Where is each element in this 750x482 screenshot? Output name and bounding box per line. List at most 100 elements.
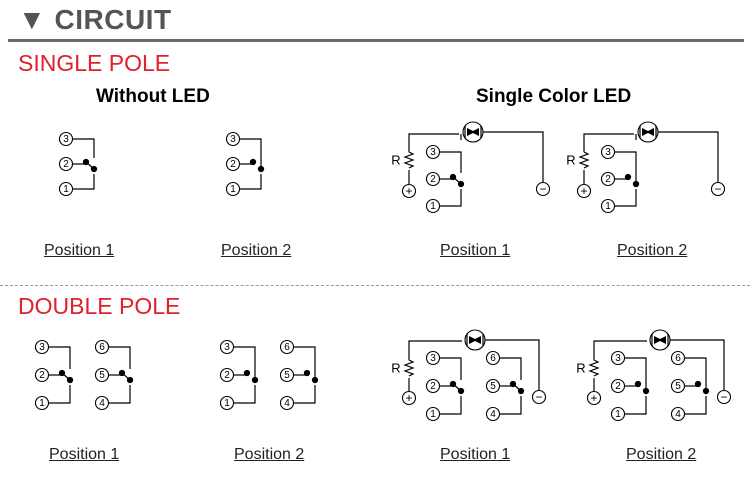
- resistor-label: R: [391, 361, 400, 376]
- terminal-number: 6: [284, 342, 290, 353]
- switch-blade: [61, 372, 71, 381]
- terminal-circle: [279, 395, 295, 411]
- minus-terminal: −: [535, 390, 542, 404]
- resistor-zigzag: [588, 359, 600, 377]
- terminal-number: 5: [99, 370, 105, 381]
- minus-terminal: −: [720, 390, 727, 404]
- terminal-number: 3: [430, 147, 436, 158]
- switch-wire-bottom: [233, 385, 256, 404]
- terminal-number: 5: [675, 381, 681, 392]
- led-wire-left: [593, 340, 647, 360]
- terminal-number: 1: [63, 184, 69, 195]
- plus-terminal-circle: [576, 183, 592, 199]
- switch-wire-top: [624, 357, 647, 380]
- terminal-circle: [425, 378, 441, 394]
- terminal-circle: [610, 406, 626, 422]
- switch-blade: [85, 161, 95, 170]
- terminal-number: 4: [490, 409, 496, 420]
- switch-wire-bottom: [684, 396, 707, 415]
- terminal-circle: [425, 198, 441, 214]
- led-wire-right: [485, 339, 540, 390]
- terminal-circle: [600, 198, 616, 214]
- terminal-number: 2: [430, 381, 436, 392]
- contact-dot: [249, 158, 257, 166]
- switch-wire-top: [72, 138, 95, 158]
- terminal-circle: [34, 367, 50, 383]
- terminal-circle: [425, 406, 441, 422]
- terminal-number: 4: [99, 398, 105, 409]
- sp-led-position-2-label: Position 2: [617, 242, 688, 259]
- contact-dot: [303, 369, 311, 377]
- plus-terminal: +: [405, 184, 412, 198]
- switch-wire-top: [499, 357, 522, 380]
- terminal-number: 3: [230, 134, 236, 145]
- resistor-label: R: [566, 153, 575, 168]
- led-triangle: [473, 336, 481, 344]
- led-wire-right: [658, 131, 719, 182]
- switch-wire-top: [233, 346, 256, 369]
- header-title: CIRCUIT: [54, 4, 172, 35]
- terminal-circle: [219, 395, 235, 411]
- led-wire-left: [583, 133, 634, 152]
- terminal-circle: [485, 378, 501, 394]
- dp-noled-position-1-label: Position 1: [49, 446, 120, 463]
- contact-dot: [243, 369, 251, 377]
- terminal-number: 2: [605, 174, 611, 185]
- resistor-zigzag: [403, 151, 415, 169]
- terminal-number: 5: [490, 381, 496, 392]
- plus-terminal-circle: [401, 390, 417, 406]
- switch-wire-bottom: [72, 174, 95, 190]
- terminal-number: 1: [430, 201, 436, 212]
- switch-wire-bottom: [624, 396, 647, 415]
- sp-noled-pos1-diagram: 321: [58, 131, 98, 197]
- sp-led-position-1-label: Position 1: [440, 242, 511, 259]
- terminal-number: 1: [224, 398, 230, 409]
- terminal-number: 2: [39, 370, 45, 381]
- terminal-circle: [600, 171, 616, 187]
- terminal-number: 3: [430, 353, 436, 364]
- switch-wire-top: [439, 357, 462, 380]
- resistor-zigzag: [403, 359, 415, 377]
- terminal-circle: [670, 350, 686, 366]
- switch-wire-bottom: [499, 396, 522, 415]
- terminal-circle: [279, 339, 295, 355]
- terminal-circle: [34, 339, 50, 355]
- collapse-arrow-icon[interactable]: ▼: [18, 4, 47, 35]
- minus-terminal-circle: [710, 181, 726, 197]
- minus-terminal-circle: [535, 181, 551, 197]
- switch-wire-bottom: [439, 189, 462, 207]
- switch-blade: [452, 176, 462, 185]
- terminal-circle: [225, 131, 241, 147]
- double-pole-title: DOUBLE POLE: [18, 293, 181, 319]
- plus-terminal: +: [580, 184, 587, 198]
- switch-wire-top: [439, 151, 462, 173]
- terminal-number: 4: [675, 409, 681, 420]
- plus-terminal: +: [590, 391, 597, 405]
- led-wire-left: [408, 340, 462, 360]
- minus-terminal-circle: [531, 389, 547, 405]
- terminal-number: 4: [284, 398, 290, 409]
- led-triangle: [646, 128, 654, 136]
- single-color-led-title: Single Color LED: [476, 86, 632, 107]
- dp-led-position-1-label: Position 1: [440, 446, 511, 463]
- terminal-number: 3: [63, 134, 69, 145]
- terminal-circle: [94, 367, 110, 383]
- terminal-number: 2: [430, 174, 436, 185]
- terminal-number: 5: [284, 370, 290, 381]
- resistor-label: R: [576, 361, 585, 376]
- terminal-circle: [34, 395, 50, 411]
- switch-wire-bottom: [614, 189, 637, 207]
- terminal-circle: [600, 144, 616, 160]
- dp-noled-position-2-label: Position 2: [234, 446, 305, 463]
- switch-wire-bottom: [108, 385, 131, 404]
- terminal-number: 3: [605, 147, 611, 158]
- switch-wire-top: [614, 151, 637, 173]
- terminal-circle: [219, 367, 235, 383]
